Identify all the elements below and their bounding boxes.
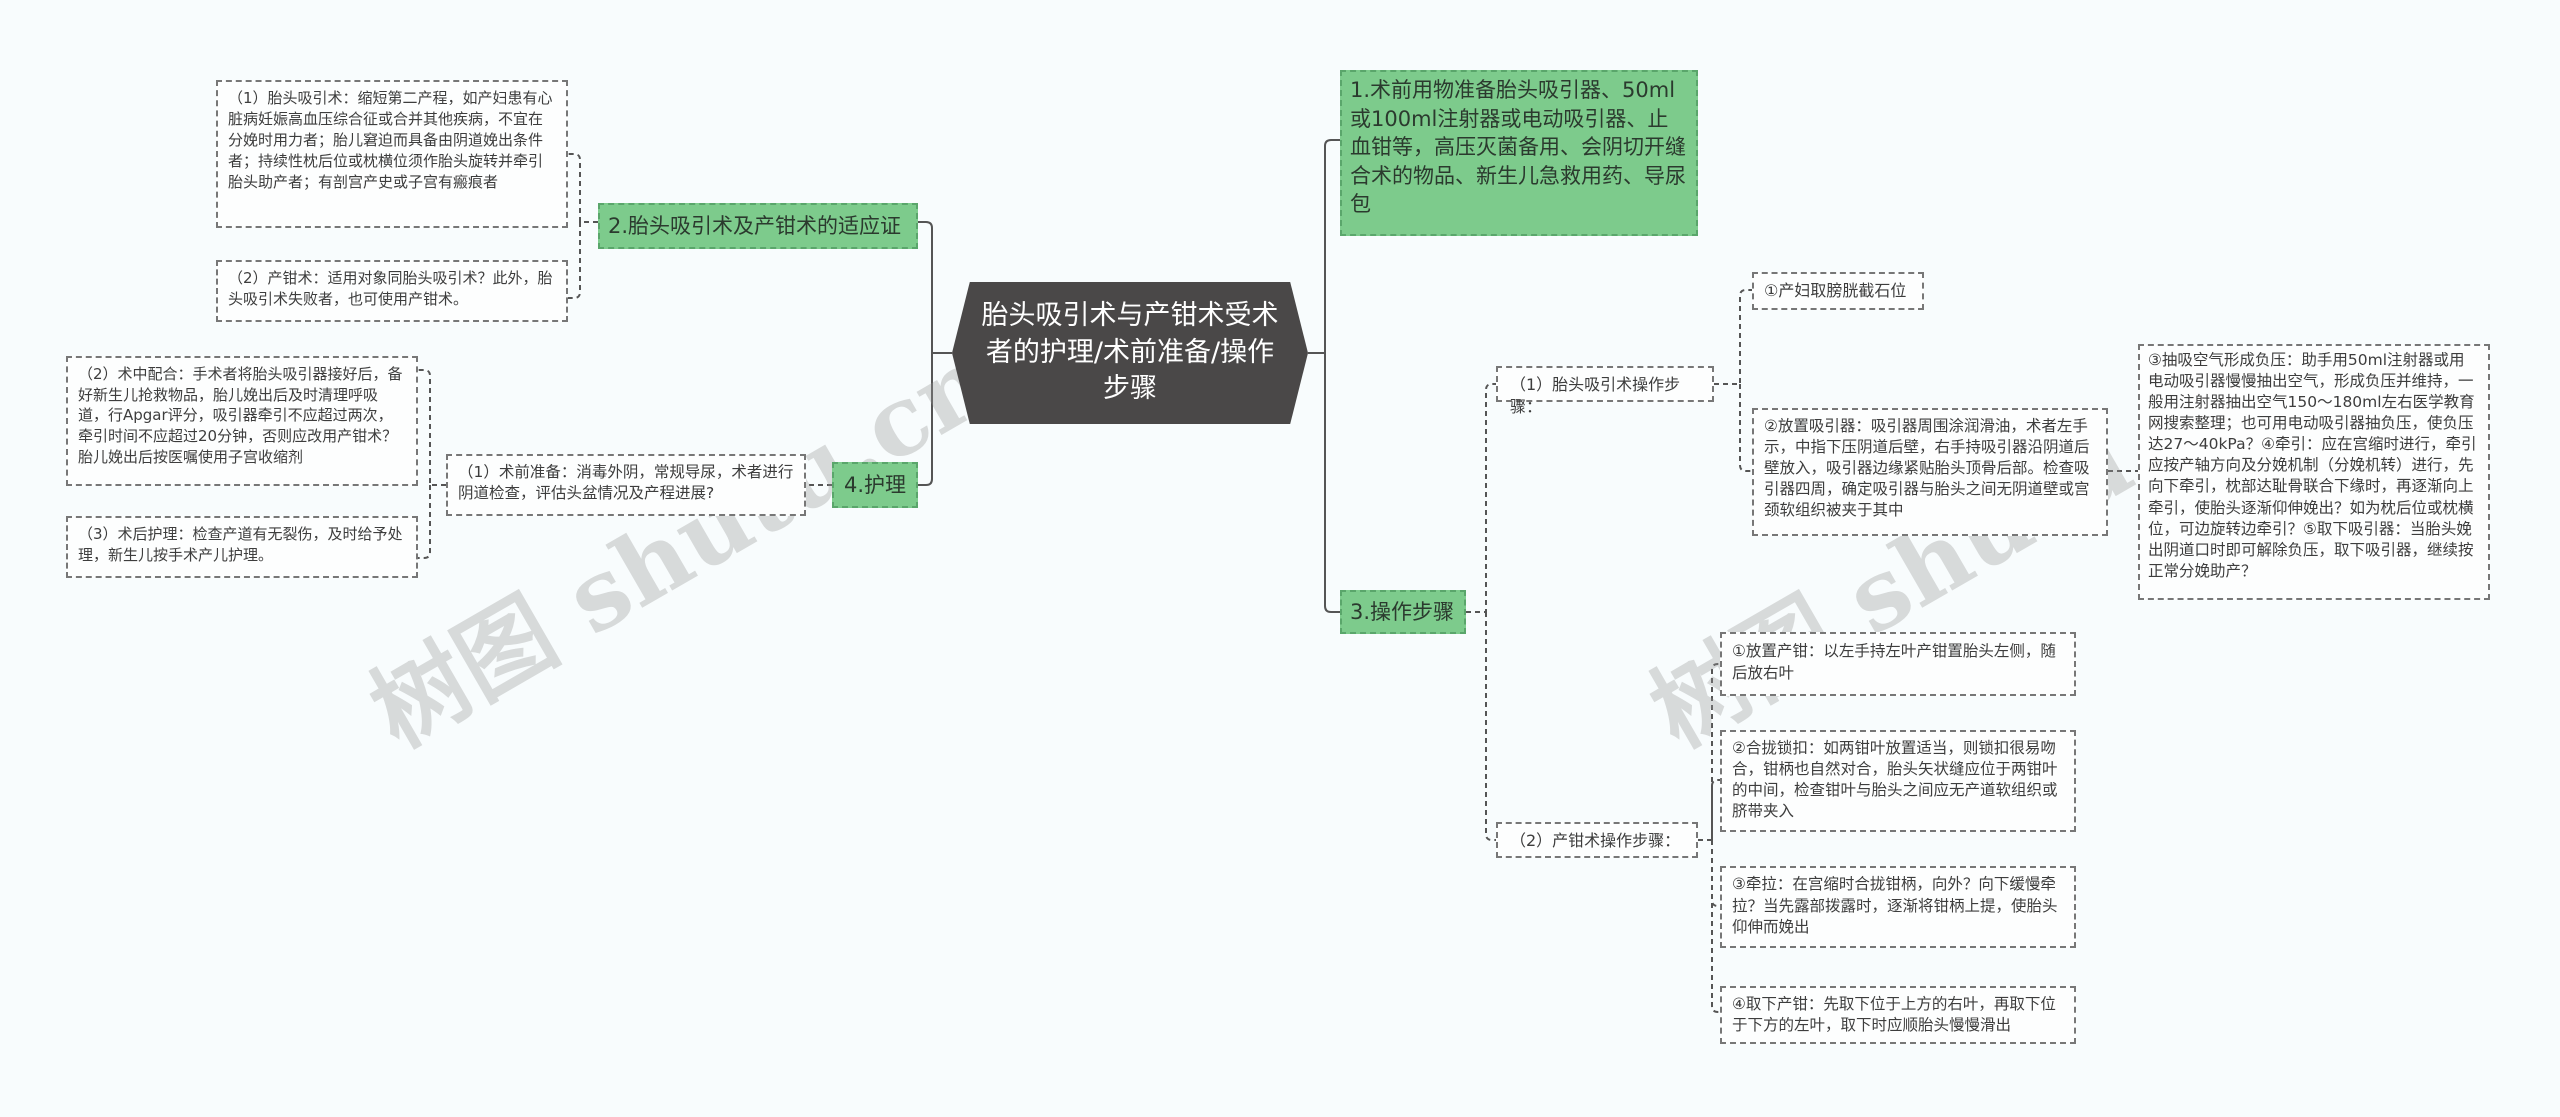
nursing-during[interactable]: （2）术中配合：手术者将胎头吸引器接好后，备好新生儿抢救物品，胎儿娩出后及时清理… <box>66 356 418 486</box>
forceps-steps-label[interactable]: （2）产钳术操作步骤： <box>1496 822 1698 858</box>
indication-vacuum[interactable]: （1）胎头吸引术：缩短第二产程，如产妇患有心脏病妊娠高血压综合征或合并其他疾病，… <box>216 80 568 228</box>
forceps-step-3[interactable]: ③牵拉：在宫缩时合拢钳柄，向外？向下缓慢牵拉？当先露部拨露时，逐渐将钳柄上提，使… <box>1720 866 2076 948</box>
forceps-step-2[interactable]: ②合拢锁扣：如两钳叶放置适当，则锁扣很易吻合，钳柄也自然对合，胎头矢状缝应位于两… <box>1720 730 2076 832</box>
vacuum-step-3[interactable]: ③抽吸空气形成负压：助手用50ml注射器或用电动吸引器慢慢抽出空气，形成负压并维… <box>2138 344 2490 600</box>
branch-steps[interactable]: 3.操作步骤 <box>1340 590 1466 634</box>
branch-nursing[interactable]: 4.护理 <box>832 462 918 508</box>
root-title: 胎头吸引术与产钳术受术者的护理/术前准备/操作步骤 <box>981 300 1279 405</box>
forceps-step-1[interactable]: ①放置产钳：以左手持左叶产钳置胎头左侧，随后放右叶 <box>1720 632 2076 696</box>
branch-prep[interactable]: 1.术前用物准备胎头吸引器、50ml或100ml注射器或电动吸引器、止血钳等，高… <box>1340 70 1698 236</box>
nursing-after[interactable]: （3）术后护理：检查产道有无裂伤，及时给予处理，新生儿按手术产儿护理。 <box>66 516 418 578</box>
vacuum-step-1[interactable]: ①产妇取膀胱截石位 <box>1752 272 1924 310</box>
forceps-step-4[interactable]: ④取下产钳：先取下位于上方的右叶，再取下位于下方的左叶，取下时应顺胎头慢慢滑出 <box>1720 986 2076 1044</box>
root-topic[interactable]: 胎头吸引术与产钳术受术者的护理/术前准备/操作步骤 <box>952 282 1308 424</box>
nursing-pre[interactable]: （1）术前准备：消毒外阴，常规导尿，术者进行阴道检查，评估头盆情况及产程进展? <box>446 454 806 516</box>
branch-indication[interactable]: 2.胎头吸引术及产钳术的适应证 <box>598 203 918 249</box>
vacuum-step-2[interactable]: ②放置吸引器：吸引器周围涂润滑油，术者左手示，中指下压阴道后壁，右手持吸引器沿阴… <box>1752 408 2108 536</box>
vacuum-steps-label[interactable]: （1）胎头吸引术操作步骤： <box>1496 366 1714 416</box>
indication-forceps[interactable]: （2）产钳术：适用对象同胎头吸引术？此外，胎头吸引术失败者，也可使用产钳术。 <box>216 260 568 322</box>
